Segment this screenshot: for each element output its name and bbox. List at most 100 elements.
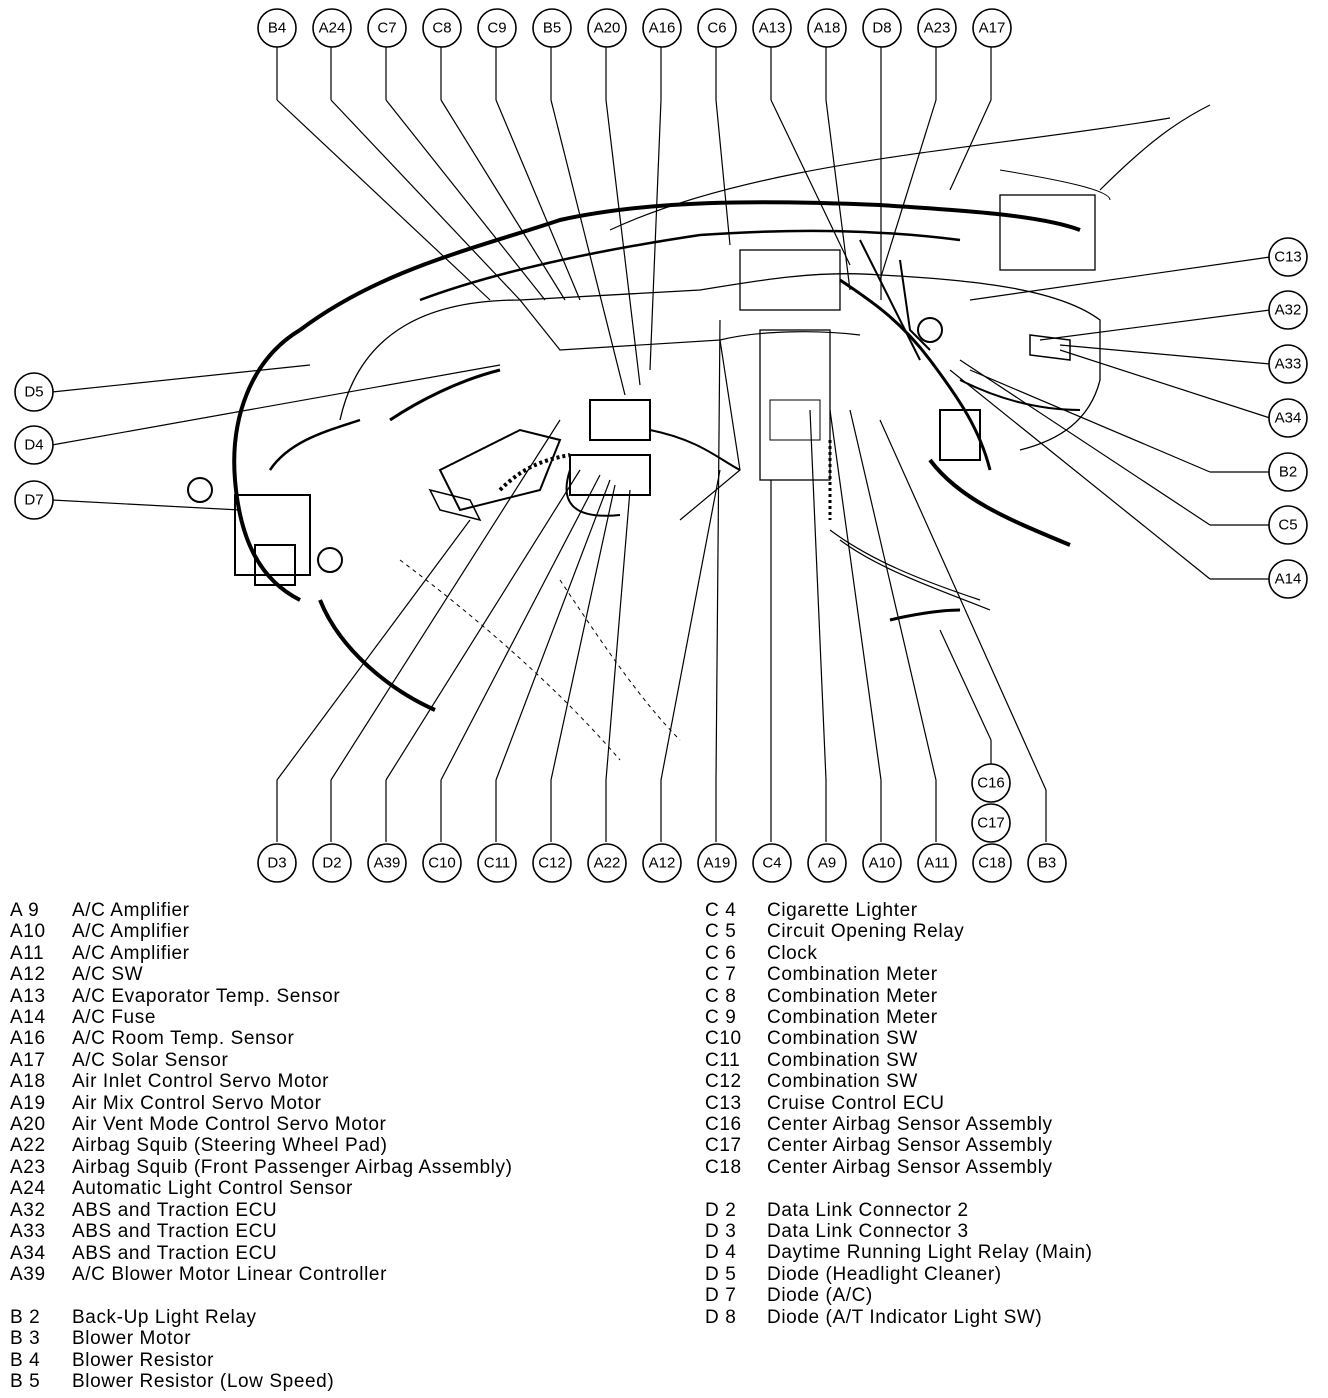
callout-circle [477, 8, 517, 48]
callout-c13: C13 [1268, 237, 1308, 277]
legend-name: ABS and Traction ECU [72, 1199, 278, 1221]
legend-name: Airbag Squib (Steering Wheel Pad) [72, 1135, 388, 1157]
legend-spacer [705, 1178, 1093, 1199]
callout-text: A17 [979, 20, 1006, 37]
callout-circle [367, 8, 407, 48]
legend-name: Daytime Running Light Relay (Main) [767, 1242, 1093, 1264]
callout-text: B3 [1038, 855, 1056, 872]
callout-text: A33 [1275, 356, 1302, 373]
callout-a22: A22 [587, 843, 627, 883]
callout-text: A14 [1275, 571, 1302, 588]
legend-code: C18 [705, 1156, 742, 1178]
callout-c8: C8 [422, 8, 462, 48]
callout-text: B4 [268, 20, 286, 37]
callout-text: C10 [428, 855, 456, 872]
legend-code: D 3 [705, 1221, 737, 1243]
legend-name: A/C Solar Sensor [72, 1049, 229, 1071]
legend-name: Diode (A/C) [767, 1285, 873, 1307]
callout-text: D5 [24, 384, 43, 401]
callout-circle [587, 8, 627, 48]
callout-a10: A10 [862, 843, 902, 883]
legend-name: A/C Amplifier [72, 921, 190, 943]
legend-code: A 9 [10, 900, 40, 921]
legend-code: C 7 [705, 964, 737, 986]
callout-d7: D7 [14, 480, 54, 520]
callout-text: C16 [977, 775, 1005, 792]
legend-name: Air Vent Mode Control Servo Motor [72, 1114, 387, 1136]
callout-d5: D5 [14, 372, 54, 412]
legend-code: C 6 [705, 942, 737, 964]
callout-c6: C6 [697, 8, 737, 48]
callout-circle [532, 843, 572, 883]
legend-name: Center Airbag Sensor Assembly [767, 1135, 1053, 1157]
callout-text: A34 [1275, 410, 1302, 427]
callout-text: A39 [374, 855, 401, 872]
callout-text: C11 [484, 855, 510, 872]
callout-circle [1268, 344, 1308, 384]
legend-row: A13 A/C Evaporator Temp. Sensor [10, 986, 513, 1007]
legend-code: C16 [705, 1114, 742, 1136]
legend-spacer [10, 1285, 513, 1306]
legend-code: C10 [705, 1028, 742, 1050]
legend-row: A10 A/C Amplifier [10, 921, 513, 942]
callout-circle [477, 843, 517, 883]
callout-text: A11 [924, 855, 950, 872]
callout-leader-lines [51, 46, 1271, 842]
legend-name: A/C Evaporator Temp. Sensor [72, 985, 341, 1007]
legend-code: A33 [10, 1221, 46, 1243]
callout-c9: C9 [477, 8, 517, 48]
callout-b2: B2 [1268, 452, 1308, 492]
callout-circle [14, 425, 54, 465]
callout-circle [367, 843, 407, 883]
callout-text: D3 [267, 855, 286, 872]
legend-code: B 2 [10, 1306, 41, 1328]
callout-text: A12 [649, 855, 676, 872]
callout-circle [752, 8, 792, 48]
callout-text: A16 [649, 20, 676, 37]
callout-a32: A32 [1268, 290, 1308, 330]
callout-circle [862, 843, 902, 883]
callout-text: A19 [704, 855, 731, 872]
callout-text: A23 [924, 20, 951, 37]
legend-name: A/C Amplifier [72, 942, 190, 964]
callout-circle [807, 8, 847, 48]
legend-code: A23 [10, 1156, 46, 1178]
legend-code: C12 [705, 1071, 742, 1093]
legend-name: Combination SW [767, 1028, 918, 1050]
callout-a12: A12 [642, 843, 682, 883]
legend-name: A/C Room Temp. Sensor [72, 1028, 295, 1050]
callout-text: A10 [869, 855, 896, 872]
legend-code: C 9 [705, 1007, 737, 1029]
legend-code: A13 [10, 985, 46, 1007]
callout-text: A32 [1275, 302, 1302, 319]
legend-name: Data Link Connector 2 [767, 1199, 969, 1221]
callout-circle [642, 8, 682, 48]
legend-name: A/C Fuse [72, 1007, 156, 1029]
callout-a16: A16 [642, 8, 682, 48]
callout-d4: D4 [14, 425, 54, 465]
legend-name: Combination SW [767, 1049, 918, 1071]
legend-code: B 4 [10, 1349, 41, 1371]
callout-text: A18 [814, 20, 841, 37]
callout-a39: A39 [367, 843, 407, 883]
callout-circle [1027, 843, 1067, 883]
legend-code: A10 [10, 921, 46, 943]
callout-b4: B4 [257, 8, 297, 48]
callout-text: C13 [1274, 249, 1302, 266]
legend-name: A/C SW [72, 964, 144, 986]
legend-code: D 8 [705, 1306, 737, 1328]
